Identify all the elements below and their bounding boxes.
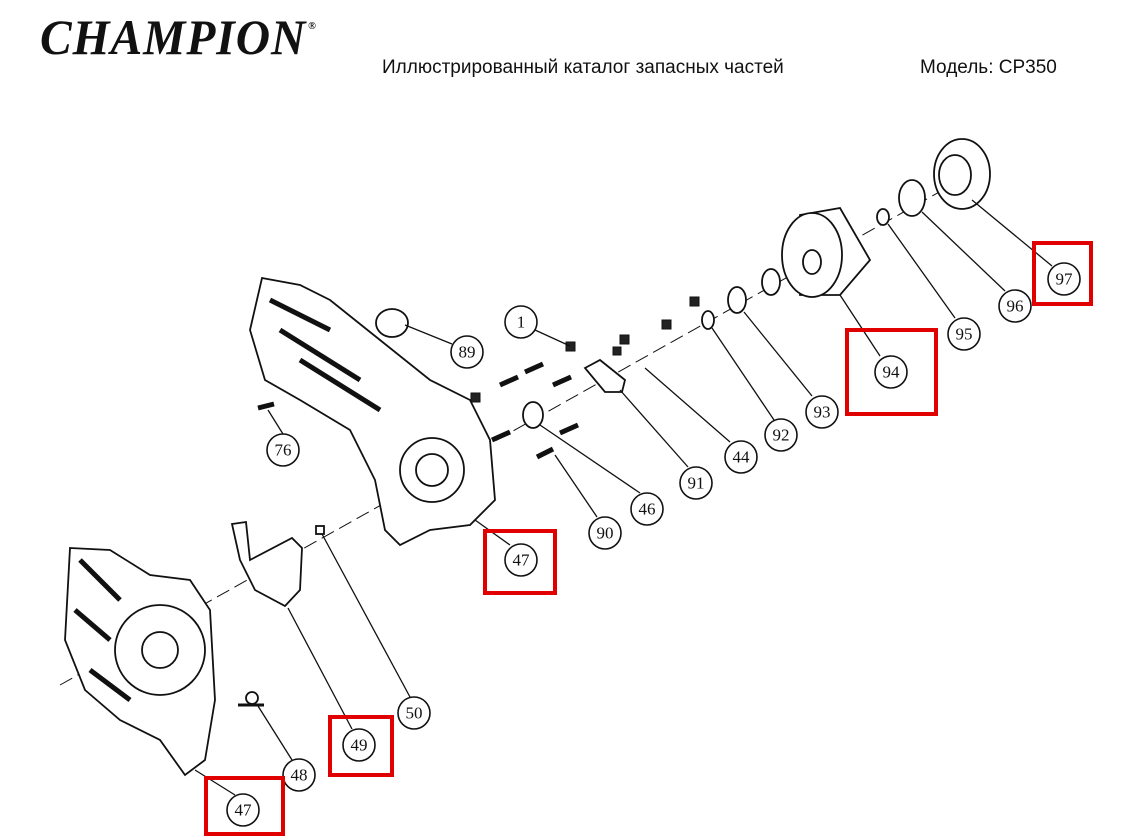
svg-text:49: 49 [351, 736, 368, 755]
starter-cup [933, 138, 991, 210]
svg-text:90: 90 [597, 524, 614, 543]
svg-text:95: 95 [956, 325, 973, 344]
svg-text:92: 92 [773, 426, 790, 445]
cap [375, 308, 409, 338]
callout-47-left: 47 [226, 793, 260, 827]
callout-44: 44 [724, 440, 758, 474]
callout-50: 50 [397, 696, 431, 730]
highlight-box-97 [1032, 241, 1093, 306]
flywheel [781, 207, 872, 298]
svg-text:96: 96 [1007, 297, 1024, 316]
svg-text:89: 89 [459, 343, 476, 362]
flat-washer [898, 179, 926, 217]
svg-text:93: 93 [814, 403, 831, 422]
callout-91: 91 [679, 466, 713, 500]
assembly-axis [59, 171, 976, 686]
callout-96: 96 [998, 289, 1032, 323]
bearing-plate [583, 358, 627, 393]
model-label: Модель: CP350 [920, 57, 1057, 78]
bearing [727, 286, 747, 314]
svg-text:97: 97 [1056, 270, 1074, 289]
svg-text:47: 47 [513, 551, 531, 570]
svg-text:48: 48 [291, 766, 308, 785]
callout-94: 94 [874, 355, 908, 389]
gasket [230, 520, 303, 608]
leader-lines [194, 199, 1053, 796]
champion-logo: CHAMPION® [40, 9, 317, 65]
callout-1: 1 [504, 305, 538, 339]
callout-47-right: 47 [504, 543, 538, 577]
catalog-title: Иллюстрированный каталог запасных частей [382, 57, 784, 78]
callout-95: 95 [947, 317, 981, 351]
svg-text:94: 94 [883, 363, 901, 382]
crankcase-right-half [249, 276, 496, 547]
callout-92: 92 [764, 418, 798, 452]
nuts [470, 296, 700, 403]
dowel-pin [315, 525, 325, 535]
highlight-box-47-left [204, 776, 285, 836]
callout-49: 49 [342, 728, 376, 762]
callout-97: 97 [1047, 262, 1081, 296]
spring-washer [876, 208, 890, 226]
svg-text:1: 1 [517, 313, 526, 332]
callout-48: 48 [282, 758, 316, 792]
bolts [257, 361, 580, 460]
crankcase-left-half [64, 547, 216, 777]
callout-46: 46 [630, 492, 664, 526]
oil-seal [522, 401, 544, 429]
callout-89: 89 [450, 335, 484, 369]
svg-text:44: 44 [733, 448, 751, 467]
washer [701, 310, 715, 330]
highlight-box-49 [328, 715, 394, 777]
callout-93: 93 [805, 395, 839, 429]
drain-plug [238, 691, 264, 707]
bearing [761, 268, 781, 296]
callout-90: 90 [588, 516, 622, 550]
highlight-box-94 [845, 328, 938, 416]
svg-text:47: 47 [235, 801, 253, 820]
svg-text:50: 50 [406, 704, 423, 723]
svg-text:76: 76 [275, 441, 292, 460]
svg-text:46: 46 [639, 500, 656, 519]
svg-text:91: 91 [688, 474, 705, 493]
callout-76: 76 [266, 433, 300, 467]
highlight-box-47-right [483, 529, 557, 595]
